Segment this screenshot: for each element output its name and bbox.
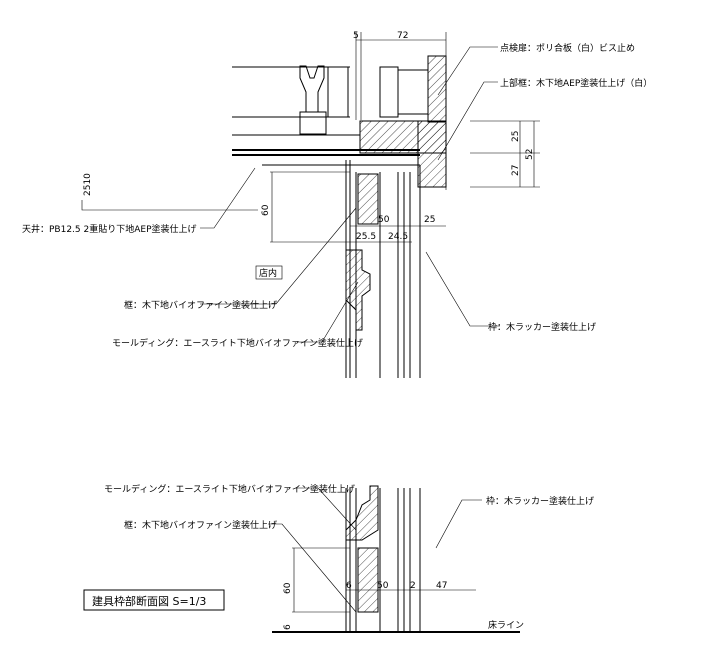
- dimension-texts: 5 72 2510 25 27 52 60 50 25 25.5 24.5 60…: [83, 31, 535, 630]
- dim-low-2: 2: [410, 581, 416, 591]
- dim-low-60: 60: [283, 582, 293, 594]
- annotation-texts: 点検扉：ポリ合板（白）ビス止め 上部框：木下地AEP塗装仕上げ（白） 天井：PB…: [22, 42, 652, 631]
- dim-mid-25-5: 25.5: [356, 232, 376, 242]
- label-ceiling: 天井：PB12.5 2重貼り下地AEP塗装仕上げ: [22, 223, 197, 235]
- title-block: 建具枠部断面図 S=1/3: [83, 589, 225, 611]
- molding-profile-lower: [345, 485, 379, 541]
- dim-right-25: 25: [511, 131, 521, 142]
- label-store-interior: 店内: [259, 267, 277, 279]
- upper-section: [81, 32, 540, 378]
- dim-low-47: 47: [436, 581, 447, 591]
- drawing-title: 建具枠部断面図 S=1/3: [92, 594, 206, 608]
- molding-profile-upper: [345, 249, 371, 331]
- label-molding-lower: モールディング：エースライト下地バイオファイン塗装仕上げ: [104, 483, 355, 495]
- dim-right-27: 27: [511, 165, 521, 176]
- dim-ceiling-height: 2510: [83, 173, 93, 196]
- dim-mid-24-5: 24.5: [388, 232, 408, 242]
- store-interior-box: [255, 265, 283, 280]
- ceiling-channel: [299, 111, 327, 135]
- dim-top-72: 72: [397, 31, 408, 41]
- lower-section: [268, 485, 520, 633]
- label-casing-lower: 枠：木ラッカー塗装仕上げ: [486, 495, 594, 507]
- label-casing-upper: 枠：木ラッカー塗装仕上げ: [488, 321, 596, 333]
- label-frame-lower: 框：木下地バイオファイン塗装仕上げ: [124, 519, 277, 531]
- label-upper-frame: 上部框：木下地AEP塗装仕上げ（白）: [500, 77, 652, 89]
- dim-right-52: 52: [525, 149, 535, 160]
- dim-low-6-bottom: 6: [283, 624, 293, 630]
- dim-low-50: 50: [377, 581, 389, 591]
- hanger-clip: [299, 65, 325, 113]
- dim-low-6-top: 6: [346, 581, 352, 591]
- label-frame-upper: 框：木下地バイオファイン塗装仕上げ: [124, 299, 277, 311]
- label-inspection-door: 点検扉：ポリ合板（白）ビス止め: [500, 42, 635, 54]
- door-stile-upper: [357, 173, 379, 225]
- dim-left-60: 60: [261, 204, 271, 216]
- label-floor-line: 床ライン: [488, 619, 524, 631]
- dim-top-5: 5: [353, 31, 359, 41]
- label-molding-upper: モールディング：エースライト下地バイオファイン塗装仕上げ: [112, 337, 363, 349]
- dim-mid-25: 25: [424, 215, 435, 225]
- dim-mid-50: 50: [378, 215, 390, 225]
- door-stile-lower: [357, 547, 379, 613]
- inspection-door-panel: [427, 55, 447, 123]
